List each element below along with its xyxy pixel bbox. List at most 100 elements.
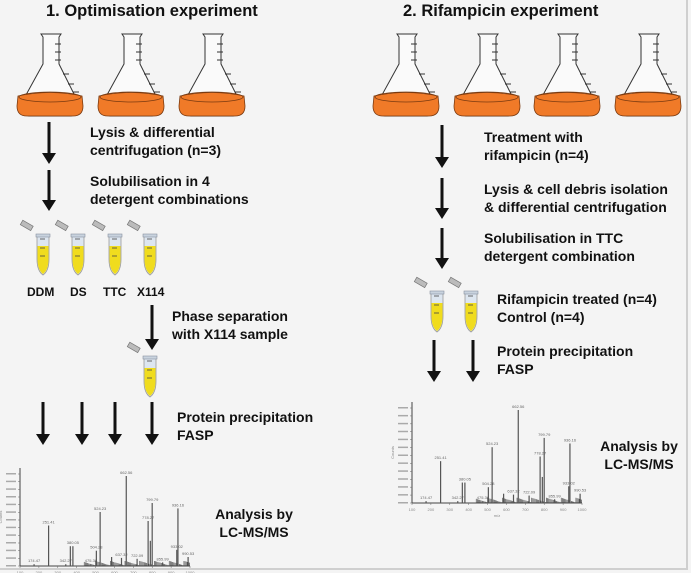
spectrum-y-tick-label: [398, 407, 408, 409]
spectrum-y-tick-label: [6, 534, 16, 536]
spectrum-peak-label: 174.47: [28, 558, 41, 563]
spectrum-y-tick-label: [6, 496, 16, 498]
spectrum-y-tick-label: [6, 519, 16, 521]
spectrum-x-tick-label: 100: [409, 507, 416, 512]
right-title: 2. Rifampicin experiment: [403, 2, 599, 20]
tube-liquid: [72, 246, 84, 274]
spectrum-y-tick-label: [6, 503, 16, 506]
tube-rim: [107, 233, 123, 238]
tube-label-x114: X114: [137, 285, 165, 299]
flask-icon: [16, 33, 84, 117]
eppendorf-tube-icon: [91, 219, 123, 276]
down-arrow-icon: [36, 402, 50, 445]
flask-icon: [453, 33, 521, 117]
spectrum-y-tick-label: [6, 549, 16, 552]
spectrum-peak-label: 799.79: [538, 432, 551, 437]
left-mass-spectrum: 1002003004005006007008009001000m/zCounts…: [0, 468, 195, 573]
spectrum-peak-label: 933.02: [171, 544, 184, 549]
spectrum-x-tick-label: 400: [465, 507, 472, 512]
spectrum-peak-label: 174.47: [420, 495, 433, 500]
spectrum-x-tick-label: 900: [168, 570, 175, 573]
arrow-head: [435, 157, 449, 168]
spectrum-y-tick-label: [398, 430, 408, 433]
flask-icon: [533, 33, 601, 117]
left-step-precipitation: Protein precipitation FASP: [177, 409, 314, 443]
spectrum-peak-label: 342.27: [452, 495, 465, 500]
right-step-solubilisation: Solubilisation in TTC detergent combinat…: [484, 230, 635, 264]
down-arrow-icon: [435, 228, 449, 269]
spectrum-y-tick-label: [6, 557, 16, 559]
tube-cap: [19, 219, 34, 232]
flask-liquid-surface: [374, 91, 438, 103]
arrow-head: [36, 434, 50, 445]
spectrum-y-tick-label: [398, 414, 408, 417]
flask-liquid-surface: [99, 91, 163, 103]
flask-liquid: [16, 92, 84, 117]
down-arrow-icon: [145, 402, 159, 445]
arrow-head: [42, 153, 56, 164]
left-analysis-label: Analysis by LC-MS/MS: [215, 506, 293, 540]
spectrum-peak-label: 342.27: [60, 558, 73, 563]
spectrum-peak-label: 936.16: [172, 502, 185, 507]
spectrum-x-tick-label: 700: [130, 570, 137, 573]
arrow-head: [145, 339, 159, 350]
arrow-head: [75, 434, 89, 445]
flask-liquid: [453, 92, 521, 117]
down-arrow-icon: [435, 178, 449, 219]
spectrum-y-tick-label: [398, 494, 408, 496]
down-arrow-icon: [75, 402, 89, 445]
arrow-head: [427, 371, 441, 382]
eppendorf-tube-icon: [447, 276, 479, 333]
spectrum-peak-label: 933.02: [563, 480, 576, 485]
spectrum-y-tick-label: [6, 526, 16, 529]
flask-liquid: [97, 92, 165, 117]
tube-liquid: [465, 303, 477, 331]
spectrum-peak-label: 251.41: [434, 455, 447, 460]
spectrum-peak-label: 855.99: [548, 493, 561, 498]
spectrum-y-tick-label: [6, 565, 16, 567]
tube-cap: [91, 219, 106, 232]
right-step-treatment: Treatment with rifampicin (n=4): [484, 129, 589, 163]
eppendorf-tube-icon: [126, 341, 158, 398]
spectrum-x-label: m/z: [494, 513, 500, 518]
spectrum-y-tick-label: [398, 446, 408, 449]
spectrum-peak-label: 637.32: [507, 489, 520, 494]
down-arrow-icon: [145, 305, 159, 350]
tube-liquid: [37, 246, 49, 274]
tube-rim: [35, 233, 51, 238]
tube-rim: [142, 233, 158, 238]
spectrum-x-tick-label: 900: [560, 507, 567, 512]
down-arrow-icon: [108, 402, 122, 445]
down-arrow-icon: [42, 170, 56, 211]
arrow-head: [108, 434, 122, 445]
spectrum-peak-label: 637.32: [115, 552, 128, 557]
flask-liquid-surface: [455, 91, 519, 103]
spectrum-peak-label: 855.99: [156, 556, 169, 561]
tube-rim: [70, 233, 86, 238]
left-step-phase-separation: Phase separation with X114 sample: [172, 308, 288, 342]
arrow-head: [466, 371, 480, 382]
arrow-head: [435, 258, 449, 269]
right-step-groups: Rifampicin treated (n=4) Control (n=4): [497, 291, 657, 325]
flask-liquid-surface: [180, 91, 244, 103]
right-step-lysis: Lysis & cell debris isolation & differen…: [484, 181, 668, 215]
spectrum-peak-label: 990.53: [574, 488, 587, 493]
spectrum-y-label: Counts: [390, 446, 395, 459]
spectrum-y-tick-label: [398, 502, 408, 504]
flask-icon: [372, 33, 440, 117]
down-arrow-icon: [435, 125, 449, 168]
spectrum-x-tick-label: 500: [484, 507, 491, 512]
tube-rim: [463, 290, 479, 295]
arrow-head: [435, 208, 449, 219]
right-analysis-label: Analysis by LC-MS/MS: [600, 438, 678, 472]
tube-label-ttc: TTC: [103, 285, 127, 299]
spectrum-peak-label: 778.27: [142, 515, 155, 520]
spectrum-peak-label: 475.36: [477, 495, 490, 500]
spectrum-x-tick-label: 400: [73, 570, 80, 573]
tube-liquid: [144, 368, 156, 396]
spectrum-y-tick-label: [398, 454, 408, 456]
flask-liquid: [372, 92, 440, 117]
spectrum-y-tick-label: [6, 473, 16, 475]
